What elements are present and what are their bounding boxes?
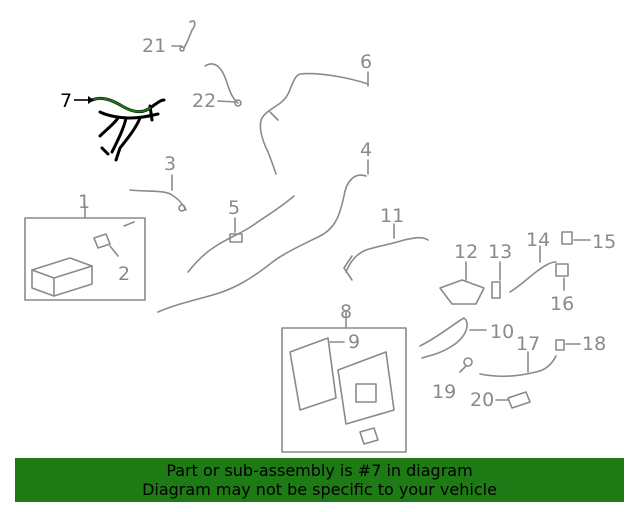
- part-7-harness-highlighted[interactable]: [90, 96, 166, 162]
- callout-14[interactable]: 14: [526, 229, 550, 251]
- part-17-pipe[interactable]: [479, 351, 557, 377]
- part-22-hose[interactable]: [204, 63, 242, 107]
- callout-16[interactable]: 16: [550, 293, 574, 315]
- callout-13[interactable]: 13: [488, 241, 512, 263]
- part-15-clip[interactable]: [561, 231, 591, 245]
- callout-20[interactable]: 20: [470, 389, 494, 411]
- part-20-sensor[interactable]: [495, 391, 531, 409]
- part-7-arrowhead: [88, 96, 94, 104]
- part-1-canister-box[interactable]: [24, 205, 146, 301]
- part-4-line[interactable]: [157, 159, 369, 313]
- part-21-sensor[interactable]: [171, 20, 196, 52]
- part-7-highlight-overlay: [91, 97, 151, 113]
- callout-4[interactable]: 4: [360, 139, 372, 161]
- part-16-sensor[interactable]: [555, 263, 569, 291]
- callout-18[interactable]: 18: [582, 333, 606, 355]
- callout-15[interactable]: 15: [592, 231, 616, 253]
- banner-line-1: Part or sub-assembly is #7 in diagram: [166, 461, 473, 480]
- callout-9[interactable]: 9: [348, 331, 360, 353]
- callout-12[interactable]: 12: [454, 241, 478, 263]
- callout-3[interactable]: 3: [164, 153, 176, 175]
- callout-10[interactable]: 10: [490, 321, 514, 343]
- part-11-hose[interactable]: [343, 223, 429, 281]
- part-12-valve[interactable]: [439, 261, 485, 305]
- part-10-hose[interactable]: [419, 317, 487, 359]
- callout-21[interactable]: 21: [142, 35, 166, 57]
- callout-11[interactable]: 11: [380, 205, 404, 227]
- part-3-lead[interactable]: [129, 174, 187, 212]
- callout-8[interactable]: 8: [340, 301, 352, 323]
- part-14-tube[interactable]: [509, 245, 557, 293]
- part-13-gasket[interactable]: [491, 261, 501, 299]
- part-8-module-box[interactable]: [281, 311, 407, 453]
- callout-5[interactable]: 5: [228, 197, 240, 219]
- callout-6[interactable]: 6: [360, 51, 372, 73]
- part-18-clip[interactable]: [555, 339, 581, 351]
- callout-2[interactable]: 2: [118, 263, 130, 285]
- callout-19[interactable]: 19: [432, 381, 456, 403]
- part-5-line[interactable]: [187, 195, 295, 273]
- callout-7[interactable]: 7: [60, 90, 72, 112]
- callout-17[interactable]: 17: [516, 333, 540, 355]
- disclaimer-banner: Part or sub-assembly is #7 in diagram Di…: [15, 458, 624, 502]
- callout-22[interactable]: 22: [192, 90, 216, 112]
- callout-1[interactable]: 1: [78, 191, 90, 213]
- part-19-washer[interactable]: [459, 357, 473, 373]
- part-6-fuel-line[interactable]: [259, 71, 369, 175]
- banner-line-2: Diagram may not be specific to your vehi…: [142, 480, 497, 499]
